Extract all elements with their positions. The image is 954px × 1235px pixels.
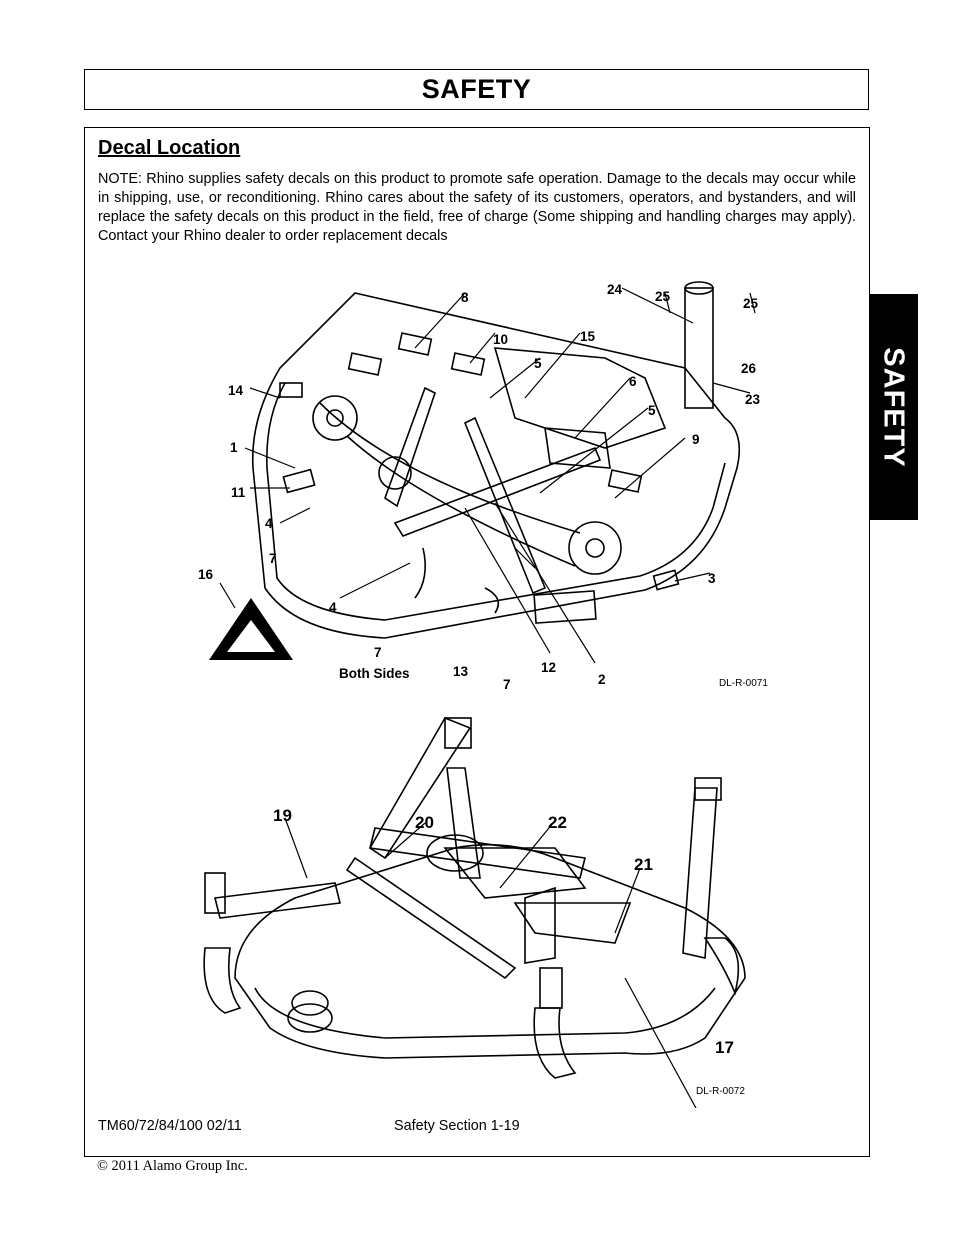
note-paragraph: NOTE: Rhino supplies safety decals on th… (98, 171, 856, 244)
side-tab-label: SAFETY (878, 346, 910, 468)
deck-drawing (251, 281, 741, 639)
callout-1: 1 (230, 440, 238, 455)
hitch-drawing (203, 716, 746, 1079)
callout-25b: 25 (743, 296, 759, 311)
section-title: Decal Location (98, 137, 241, 159)
callout-6: 6 (629, 374, 637, 389)
footer-section: Safety Section 1-19 (394, 1118, 520, 1134)
callout-8: 8 (461, 290, 469, 305)
callout-16: 16 (198, 567, 214, 582)
callout-5b: 5 (648, 403, 656, 418)
callout-7c: 7 (503, 677, 511, 692)
figure-deck-hitch-view: 19 20 22 21 17 DL-R-0072 (203, 716, 746, 1108)
callout-13: 13 (453, 664, 469, 679)
callout-4a: 4 (265, 516, 273, 531)
callout-7a: 7 (269, 551, 277, 566)
callout-23: 23 (745, 392, 761, 407)
callout-19: 19 (273, 806, 292, 825)
figure-deck-top-view: 8 24 25 25 10 15 5 26 14 6 23 5 9 1 11 4… (198, 281, 768, 692)
callout-4b: 4 (329, 600, 337, 615)
side-tab: SAFETY (869, 294, 918, 520)
callout-3: 3 (708, 571, 716, 586)
copyright: © 2011 Alamo Group Inc. (97, 1158, 248, 1174)
callout-2: 2 (598, 672, 606, 687)
callout-leaders (219, 287, 756, 664)
figure-2-id: DL-R-0072 (696, 1086, 745, 1097)
callout-15: 15 (580, 329, 596, 344)
figure-1-id: DL-R-0071 (719, 678, 768, 689)
callout-21: 21 (634, 855, 653, 874)
callout-labels: 8 24 25 25 10 15 5 26 14 6 23 5 9 1 11 4… (198, 282, 768, 692)
callout-17: 17 (715, 1038, 734, 1057)
callout-24: 24 (607, 282, 623, 297)
page-header: SAFETY (84, 69, 869, 110)
callout-26: 26 (741, 361, 757, 376)
content-box: Decal Location NOTE: Rhino supplies safe… (84, 127, 870, 1157)
callout-12: 12 (541, 660, 556, 675)
callout-20: 20 (415, 813, 434, 832)
callout-22: 22 (548, 813, 567, 832)
callout-labels-2: 19 20 22 21 17 DL-R-0072 (273, 806, 745, 1097)
callout-7b: 7 (374, 645, 382, 660)
page-title: SAFETY (421, 74, 532, 104)
callout-25a: 25 (655, 289, 671, 304)
footer-model: TM60/72/84/100 02/11 (98, 1118, 242, 1134)
both-sides-label: Both Sides (339, 666, 410, 681)
callout-11: 11 (231, 485, 246, 500)
callout-10: 10 (493, 332, 508, 347)
callout-leaders-2 (284, 817, 697, 1108)
callout-9: 9 (692, 432, 700, 447)
callout-14: 14 (228, 383, 244, 398)
callout-5a: 5 (534, 356, 542, 371)
